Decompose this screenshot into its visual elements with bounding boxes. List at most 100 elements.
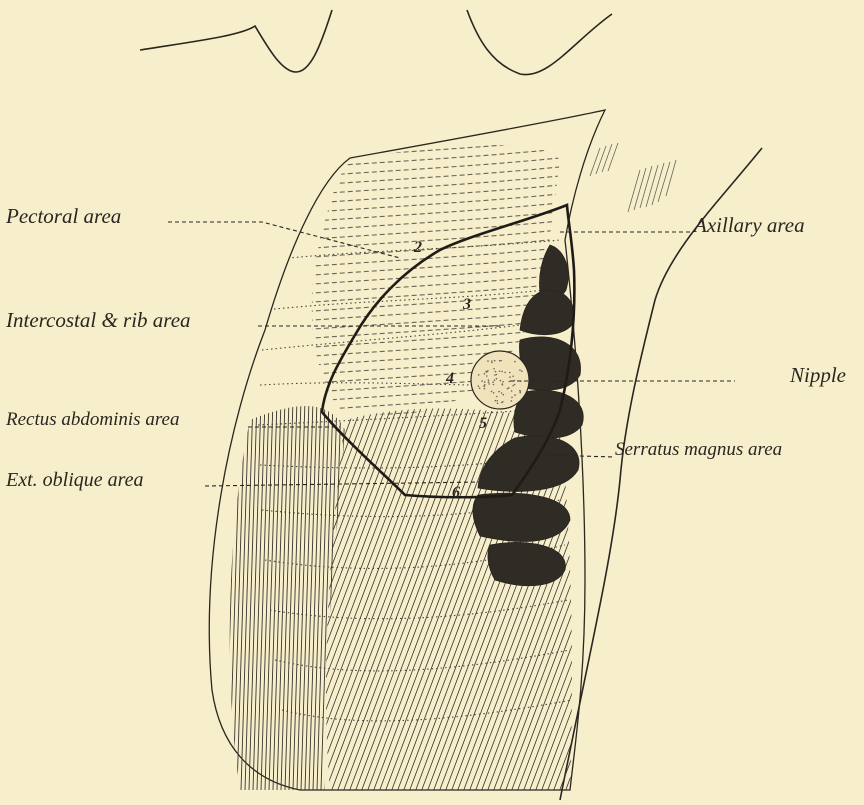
nipple-stipple [486, 375, 488, 377]
nipple-stipple [519, 392, 521, 394]
nipple-stipple [508, 387, 510, 389]
nipple-stipple [511, 397, 513, 399]
nipple-stipple [495, 371, 497, 373]
nipple-stipple [502, 401, 504, 403]
nipple-stipple [497, 403, 499, 405]
nipple-stipple [499, 360, 501, 362]
nipple-stipple [484, 384, 486, 386]
nipple-stipple [514, 384, 516, 386]
nipple-stipple [496, 378, 498, 380]
label-ext-oblique-area: Ext. oblique area [6, 470, 144, 490]
nipple-stipple [504, 372, 506, 374]
nipple-stipple [521, 370, 523, 372]
oblique-fiber [310, 400, 460, 800]
oblique-fiber [190, 400, 340, 800]
nipple-stipple [500, 380, 502, 382]
oblique-fiber [262, 400, 412, 800]
oblique-fiber [178, 400, 328, 800]
pectoral-stroke [300, 211, 570, 231]
nipple-stipple [494, 379, 496, 381]
rib-number-2: 2 [413, 239, 422, 256]
nipple-stipple [487, 370, 489, 372]
nipple-stipple [496, 396, 498, 398]
oblique-fiber [202, 400, 352, 800]
label-rectus-abdominis-area: Rectus abdominis area [6, 410, 179, 429]
nipple-stipple [514, 361, 516, 363]
nipple-stipple [484, 373, 486, 375]
rib-number-5: 5 [479, 415, 487, 432]
nipple-stipple [484, 388, 486, 390]
oblique-fiber [340, 400, 490, 800]
nipple-stipple [511, 390, 513, 392]
pectoral-stroke [300, 247, 570, 267]
pectoral-stroke [300, 238, 570, 258]
label-nipple: Nipple [790, 365, 846, 386]
oblique-fiber [130, 400, 280, 800]
oblique-fiber [142, 400, 292, 800]
pectoral-stroke [300, 193, 570, 213]
nipple-stipple [519, 369, 521, 371]
nipple-stipple [497, 400, 499, 402]
nipple-stipple [491, 362, 493, 364]
nipple-stipple [493, 384, 495, 386]
nipple-stipple [512, 375, 514, 377]
nipple-stipple [484, 386, 486, 388]
pectoral-stroke [300, 148, 570, 168]
nipple-stipple [509, 372, 511, 374]
rib-number-6: 6 [452, 484, 460, 501]
nipple-stipple [492, 381, 494, 383]
label-axillary-area: Axillary area [694, 215, 805, 236]
nipple-stipple [503, 394, 505, 396]
nipple-stipple [485, 371, 487, 373]
flank-outline [560, 148, 762, 800]
oblique-fiber [286, 400, 436, 800]
oblique-fiber [328, 400, 478, 800]
nipple-stipple [496, 374, 498, 376]
nipple-drawing [471, 351, 529, 409]
nipple-stipple [500, 360, 502, 362]
label-pectoral-area: Pectoral area [6, 206, 121, 227]
nipple-stipple [499, 371, 501, 373]
nipple-stipple [478, 385, 480, 387]
nipple-stipple [488, 383, 490, 385]
nipple-stipple [502, 383, 504, 385]
rib-number-3: 3 [462, 296, 471, 313]
pectoral-stroke [300, 283, 570, 303]
nipple-stipple [484, 381, 486, 383]
pectoral-stroke [300, 256, 570, 276]
oblique-fibers [130, 400, 718, 800]
nipple-stipple [494, 360, 496, 362]
label-intercostal-rib-area: Intercostal & rib area [6, 310, 191, 331]
pectoral-stroke [300, 229, 570, 249]
oblique-fiber [250, 400, 400, 800]
rectus-fibers [221, 400, 365, 790]
nipple-stipple [478, 374, 480, 376]
oblique-fiber [238, 400, 388, 800]
axillary-hatching [590, 143, 676, 212]
nipple-stipple [509, 376, 511, 378]
nipple-stipple [520, 390, 522, 392]
nipple-stipple [501, 371, 503, 373]
nipple-stipple [501, 392, 503, 394]
neck-outline-left [140, 10, 332, 72]
nipple-stipple [498, 391, 500, 393]
nipple-stipple [494, 374, 496, 376]
nipple-stipple [481, 380, 483, 382]
nipple-stipple [491, 360, 493, 362]
oblique-fiber [298, 400, 448, 800]
pectoral-stroke [300, 175, 570, 195]
nipple-stipple [509, 381, 511, 383]
nipple-stipple [479, 387, 481, 389]
pectoral-stroke [300, 184, 570, 204]
oblique-fiber [214, 400, 364, 800]
neck-outline-right [467, 10, 612, 75]
oblique-fiber [568, 400, 718, 800]
nipple-stipple [514, 394, 516, 396]
nipple-stipple [511, 400, 513, 402]
pectoral-stroke [300, 274, 570, 294]
nipple-stipple [487, 360, 489, 362]
rib-number-4: 4 [445, 370, 454, 387]
oblique-fiber [334, 400, 484, 800]
